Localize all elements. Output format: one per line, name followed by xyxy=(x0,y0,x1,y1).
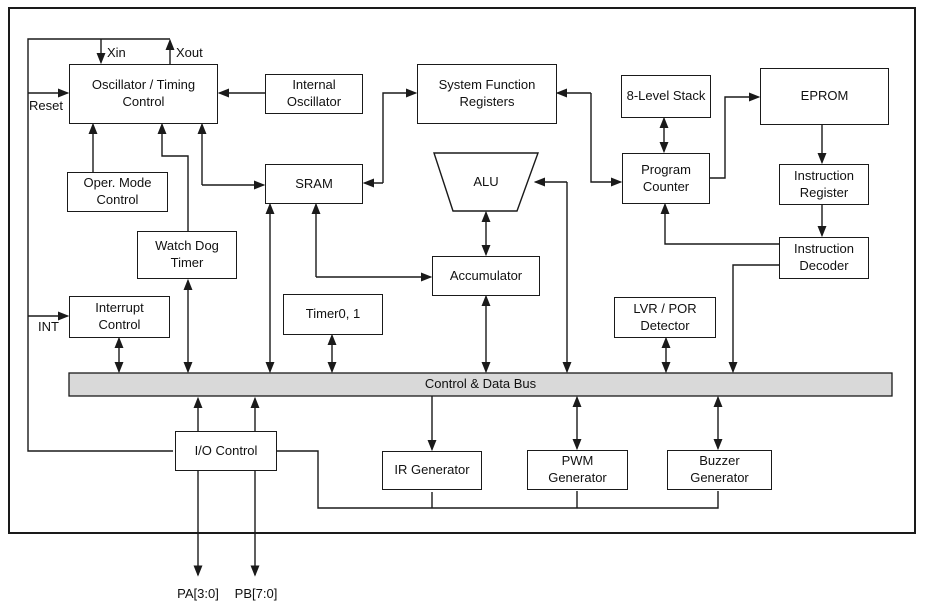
block-alu-label: ALU xyxy=(473,173,499,189)
sfr-pc-right xyxy=(590,93,623,187)
block-instruction-decoder: Instruction Decoder xyxy=(779,237,869,279)
instdec-to-bus xyxy=(728,264,779,374)
block-watch-dog-timer: Watch Dog Timer xyxy=(137,231,237,279)
block-internal-oscillator: Internal Oscillator xyxy=(265,74,363,114)
pin-label-pa: PA[3:0] xyxy=(177,586,219,601)
block-interrupt-control: Interrupt Control xyxy=(69,296,170,338)
pin-label-xin: Xin xyxy=(107,45,126,60)
pin-label-xout: Xout xyxy=(176,45,203,60)
block-8-level-stack: 8-Level Stack xyxy=(621,75,711,118)
bus-label: Control & Data Bus xyxy=(424,376,537,392)
block-oper-mode-control: Oper. Mode Control xyxy=(67,172,168,212)
chip-outline xyxy=(8,7,916,534)
block-alu-shape xyxy=(433,152,539,212)
block-sram: SRAM xyxy=(265,164,363,204)
block-accumulator: Accumulator xyxy=(432,256,540,296)
block-ir-generator: IR Generator xyxy=(382,451,482,490)
bus-bar xyxy=(68,372,893,397)
pin-label-int: INT xyxy=(38,319,59,334)
block-eprom: EPROM xyxy=(760,68,889,125)
block-program-counter: Program Counter xyxy=(622,153,710,204)
block-lvr-por-detector: LVR / POR Detector xyxy=(614,297,716,338)
instdec-to-pc xyxy=(660,202,779,245)
pc-to-eprom xyxy=(710,92,761,179)
pin-label-reset: Reset xyxy=(29,98,63,113)
block-system-function-registers: System Function Registers xyxy=(417,64,557,124)
left-rail-line xyxy=(27,38,173,452)
block-instruction-register: Instruction Register xyxy=(779,164,869,205)
sram-sfr-right xyxy=(382,88,418,183)
block-io-control: I/O Control xyxy=(175,431,277,471)
block-buzzer-generator: Buzzer Generator xyxy=(667,450,772,490)
block-oscillator-timing-control: Oscillator / Timing Control xyxy=(69,64,218,124)
io-generator-rail-line xyxy=(277,450,719,509)
wdt-to-otc xyxy=(157,122,189,231)
block-timer01: Timer0, 1 xyxy=(283,294,383,335)
block-pwm-generator: PWM Generator xyxy=(527,450,628,490)
pin-label-pb: PB[7:0] xyxy=(234,586,278,601)
